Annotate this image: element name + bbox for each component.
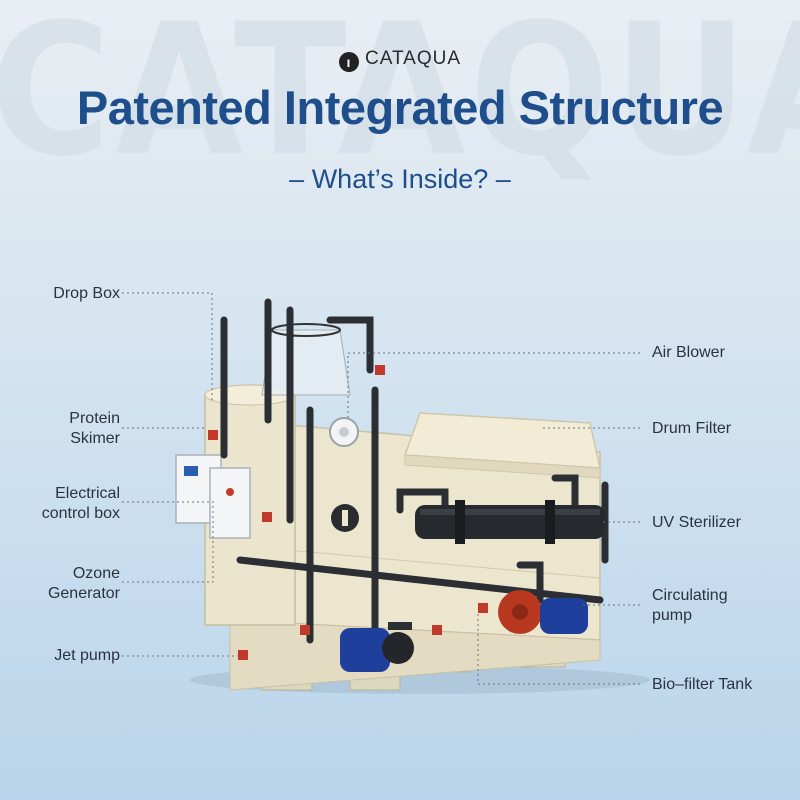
uv-sterilizer-tube [415,500,605,544]
label-circulating-line1: Circulating [652,587,728,604]
label-drum-filter: Drum Filter [652,420,732,437]
label-biofilter-tank: Bio–filter Tank [652,676,753,693]
drum-filter-cover [403,412,601,479]
label-protein-skimer-line1: Protein [69,410,120,427]
label-electrical-control-box: Electrical control box [10,484,120,524]
page-subtitle: – What’s Inside? – [289,164,511,194]
label-ozone-line1: Ozone [72,565,120,582]
label-electrical-line1: Electrical [55,485,120,502]
label-ozone-line2: Generator [47,585,120,602]
label-circulating-line2: pump [652,607,693,624]
tank-logo-badge [331,504,359,532]
valves [208,365,488,660]
jet-pump [340,622,414,672]
brand-name: CATAQUA [364,48,462,69]
label-protein-skimer: Protein Skimer [20,409,120,449]
electrical-control-box [175,454,251,539]
label-drop-box: Drop Box [53,285,120,302]
label-jet-pump: Jet pump [54,647,120,664]
label-air-blower: Air Blower [652,344,725,361]
air-blower [329,417,359,447]
brand-logo-icon: ı [338,52,359,72]
label-electrical-line2: control box [41,505,120,522]
label-uv-sterilizer: UV Sterilizer [652,514,741,531]
page-title: Patented Integrated Structure [76,81,724,134]
circulating-pump [498,590,588,634]
leader-lines [122,292,640,685]
label-circulating-pump: Circulating pump [652,586,792,626]
label-protein-skimer-line2: Skimer [70,430,120,447]
label-ozone-generator: Ozone Generator [20,564,120,604]
